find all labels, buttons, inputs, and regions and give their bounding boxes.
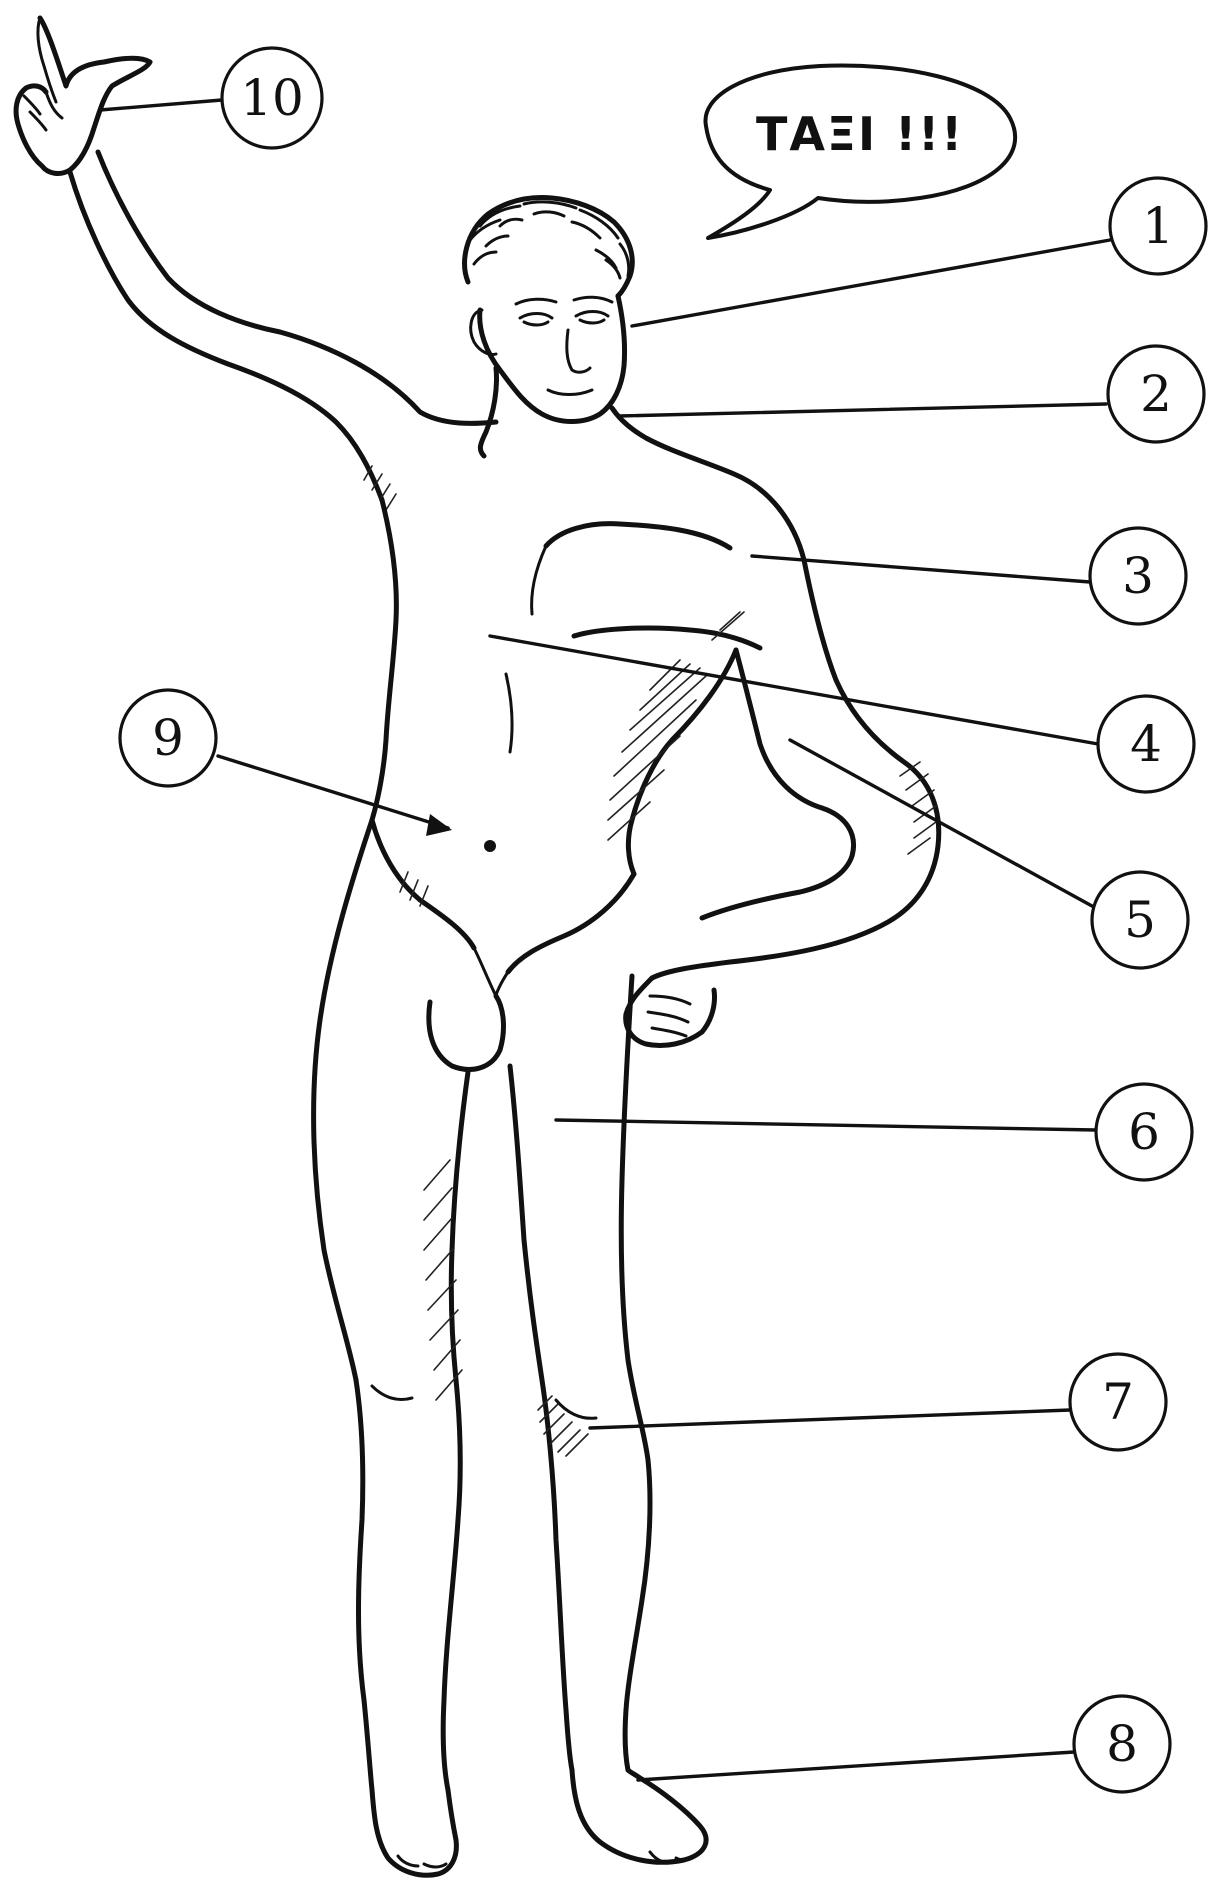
callout-8: 8 xyxy=(1074,1696,1170,1792)
callout-markers: 1 2 3 4 5 6 7 8 xyxy=(120,48,1206,1792)
callout-10: 10 xyxy=(222,48,322,148)
callout-label-8: 8 xyxy=(1106,1715,1138,1773)
callout-6: 6 xyxy=(1096,1084,1192,1180)
leader-line-10 xyxy=(100,100,222,110)
leader-line-4 xyxy=(490,636,1098,744)
callout-label-10: 10 xyxy=(240,69,304,127)
callout-label-4: 4 xyxy=(1130,715,1162,773)
callout-4: 4 xyxy=(1098,696,1194,792)
neck xyxy=(480,368,804,560)
callout-3: 3 xyxy=(1090,528,1186,624)
left-leg xyxy=(314,820,468,1875)
callout-label-7: 7 xyxy=(1102,1373,1134,1431)
speech-bubble: ΤΑΞΙ !!! xyxy=(705,65,1015,238)
head xyxy=(465,198,633,422)
navel-mark xyxy=(484,840,496,852)
callout-9: 9 xyxy=(120,690,216,786)
leader-line-9 xyxy=(218,756,448,828)
callout-label-6: 6 xyxy=(1128,1103,1160,1161)
callout-label-5: 5 xyxy=(1124,891,1156,949)
leader-lines xyxy=(100,100,1110,1780)
leader-line-8 xyxy=(638,1752,1074,1780)
torso xyxy=(372,500,760,1069)
leader-line-7 xyxy=(590,1410,1070,1428)
callout-label-1: 1 xyxy=(1142,197,1174,255)
callout-label-2: 2 xyxy=(1140,365,1172,423)
callout-7: 7 xyxy=(1070,1354,1166,1450)
leader-line-2 xyxy=(620,404,1106,416)
bent-arm xyxy=(626,560,939,1046)
speech-bubble-text: ΤΑΞΙ !!! xyxy=(756,107,964,161)
leader-arrowhead-9 xyxy=(426,814,452,836)
leader-line-6 xyxy=(556,1120,1096,1130)
leader-line-3 xyxy=(752,556,1090,582)
callout-1: 1 xyxy=(1110,178,1206,274)
leader-line-1 xyxy=(632,240,1110,326)
raised-arm xyxy=(70,152,496,510)
right-leg xyxy=(510,976,706,1863)
raised-hand xyxy=(16,18,150,173)
callout-label-9: 9 xyxy=(152,709,184,767)
callout-label-3: 3 xyxy=(1122,547,1154,605)
callout-2: 2 xyxy=(1108,346,1204,442)
callout-5: 5 xyxy=(1092,872,1188,968)
leader-line-5 xyxy=(790,740,1092,906)
